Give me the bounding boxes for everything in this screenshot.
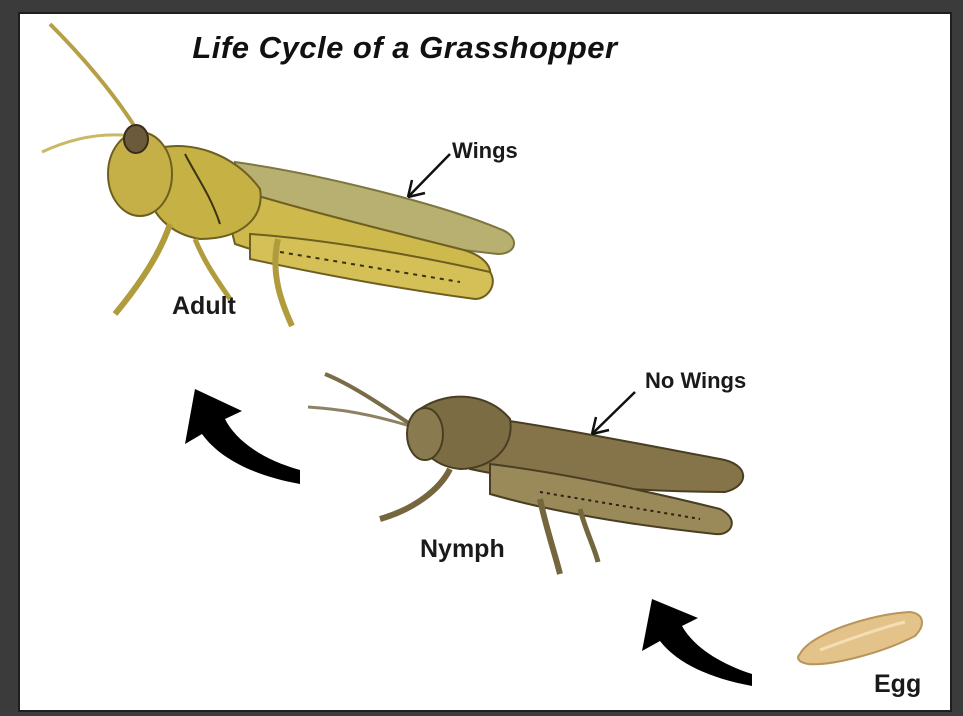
cycle-arrow-icon: [642, 599, 752, 686]
cycle-arrow-icon: [185, 389, 300, 484]
adult-grasshopper-illustration: [42, 24, 514, 326]
nymph-front-leg: [380, 469, 450, 519]
pointer-arrow-icon: [592, 392, 635, 434]
adult-eye: [124, 125, 148, 153]
nymph-grasshopper-illustration: [308, 374, 743, 574]
adult-middle-leg: [195, 239, 230, 299]
nymph-stage-label: Nymph: [420, 535, 505, 564]
diagram-canvas: Life Cycle of a Grasshopper: [20, 14, 950, 710]
egg-stage-label: Egg: [874, 670, 921, 699]
adult-antenna: [50, 24, 138, 132]
egg-shape: [798, 612, 922, 664]
pointer-arrow-icon: [408, 154, 450, 197]
egg-illustration: [798, 612, 922, 664]
nymph-head: [407, 408, 443, 460]
no-wings-callout-label: No Wings: [645, 368, 746, 394]
adult-front-leg: [115, 224, 170, 314]
diagram-graphics: [20, 14, 950, 710]
nymph-antenna: [308, 407, 410, 426]
wings-callout-label: Wings: [452, 138, 518, 164]
adult-stage-label: Adult: [172, 292, 236, 321]
